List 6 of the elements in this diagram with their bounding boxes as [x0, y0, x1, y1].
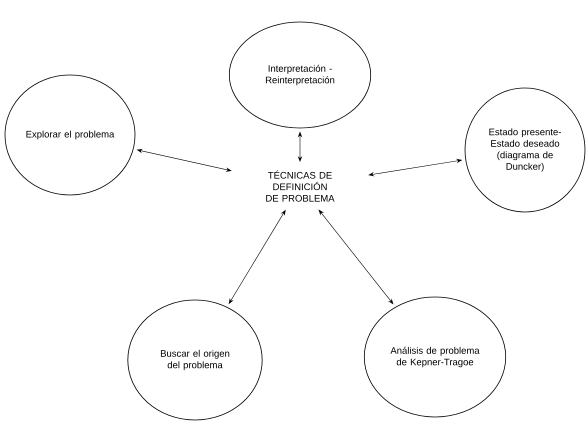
- ellipse-node: Estado presente-Estado deseado (diagrama de Duncker): [464, 88, 586, 212]
- ellipse-node: Análisis de problema de Kepner-Tragoe: [364, 296, 506, 418]
- center-title: TÉCNICAS DE DEFINICIÓN DE PROBLEMA: [266, 170, 335, 202]
- ellipse-node: Buscar el origen del problema: [127, 300, 263, 420]
- ellipse-node: Explorar el problema: [4, 74, 136, 196]
- ellipse-node: Interpretación - Reinterpretación: [228, 22, 372, 128]
